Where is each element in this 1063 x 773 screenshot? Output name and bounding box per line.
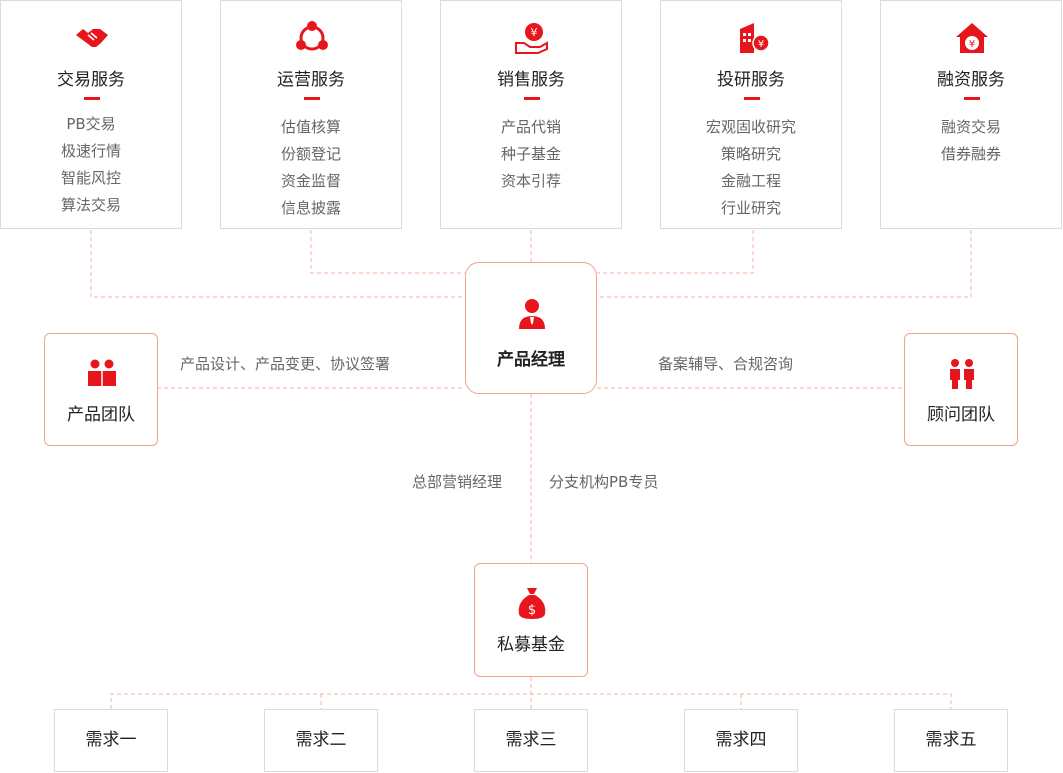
title-underline bbox=[964, 97, 980, 100]
team-icon bbox=[88, 359, 116, 386]
service-item: 产品代销 bbox=[500, 118, 561, 136]
need-box: 需求一 bbox=[54, 709, 168, 772]
node-label: 产品经理 bbox=[497, 350, 565, 370]
node-label: 私募基金 bbox=[497, 635, 565, 655]
advisor-team-node: 顾问团队 bbox=[904, 333, 1018, 446]
need-box: 需求三 bbox=[474, 709, 588, 772]
service-item: 借券融券 bbox=[940, 145, 1001, 163]
house-yen-icon: ¥ bbox=[956, 23, 988, 53]
service-item: 估值核算 bbox=[280, 118, 341, 136]
service-item: 智能风控 bbox=[60, 169, 121, 187]
handshake-icon bbox=[76, 29, 108, 47]
left-edge-label: 产品设计、产品变更、协议签署 bbox=[180, 355, 391, 373]
service-item: 金融工程 bbox=[720, 172, 781, 190]
service-card-trading: 交易服务 PB交易 极速行情 智能风控 算法交易 bbox=[0, 0, 182, 229]
private-fund-node: $ 私募基金 bbox=[474, 563, 588, 677]
service-item: 策略研究 bbox=[720, 145, 781, 163]
network-icon bbox=[296, 21, 328, 51]
money-bag-icon: $ bbox=[518, 588, 546, 619]
vertical-left-label: 总部营销经理 bbox=[412, 473, 503, 491]
service-card-sales: ¥ 销售服务 产品代销 种子基金 资本引荐 bbox=[440, 0, 622, 229]
service-item: 宏观固收研究 bbox=[705, 118, 796, 136]
service-item: 资金监督 bbox=[280, 172, 341, 190]
title-underline bbox=[304, 97, 320, 100]
building-yen-icon: ¥ bbox=[740, 23, 770, 53]
yen-hand-icon: ¥ bbox=[515, 23, 548, 54]
service-item: 极速行情 bbox=[60, 142, 121, 160]
svg-text:¥: ¥ bbox=[758, 39, 764, 50]
service-title: 运营服务 bbox=[277, 70, 345, 90]
svg-text:¥: ¥ bbox=[969, 39, 975, 50]
title-underline bbox=[744, 97, 760, 100]
advisor-icon bbox=[950, 359, 974, 389]
service-card-research: ¥ 投研服务 宏观固收研究 策略研究 金融工程 行业研究 bbox=[660, 0, 842, 229]
title-underline bbox=[524, 97, 540, 100]
service-item: 算法交易 bbox=[60, 196, 121, 214]
node-label: 顾问团队 bbox=[927, 405, 995, 425]
service-item: 信息披露 bbox=[280, 199, 341, 217]
service-title: 投研服务 bbox=[717, 70, 785, 90]
service-item: 行业研究 bbox=[720, 199, 781, 217]
service-item: 种子基金 bbox=[500, 145, 561, 163]
service-item: 份额登记 bbox=[280, 145, 341, 163]
service-title: 交易服务 bbox=[57, 70, 125, 90]
service-card-operations: 运营服务 估值核算 份额登记 资金监督 信息披露 bbox=[220, 0, 402, 229]
manager-icon bbox=[519, 299, 545, 329]
service-item: 资本引荐 bbox=[500, 172, 561, 190]
need-box: 需求四 bbox=[684, 709, 798, 772]
need-box: 需求二 bbox=[264, 709, 378, 772]
service-title: 融资服务 bbox=[937, 70, 1005, 90]
svg-text:$: $ bbox=[528, 603, 536, 618]
right-edge-label: 备案辅导、合规咨询 bbox=[658, 355, 794, 373]
service-item: PB交易 bbox=[66, 115, 116, 133]
product-manager-node: 产品经理 bbox=[465, 262, 597, 394]
node-label: 产品团队 bbox=[67, 405, 135, 425]
title-underline bbox=[84, 97, 100, 100]
service-title: 销售服务 bbox=[497, 70, 565, 90]
service-card-financing: ¥ 融资服务 融资交易 借券融券 bbox=[880, 0, 1062, 229]
svg-text:¥: ¥ bbox=[531, 26, 538, 39]
product-team-node: 产品团队 bbox=[44, 333, 158, 446]
vertical-right-label: 分支机构PB专员 bbox=[549, 473, 659, 491]
service-item: 融资交易 bbox=[940, 118, 1001, 136]
need-box: 需求五 bbox=[894, 709, 1008, 772]
